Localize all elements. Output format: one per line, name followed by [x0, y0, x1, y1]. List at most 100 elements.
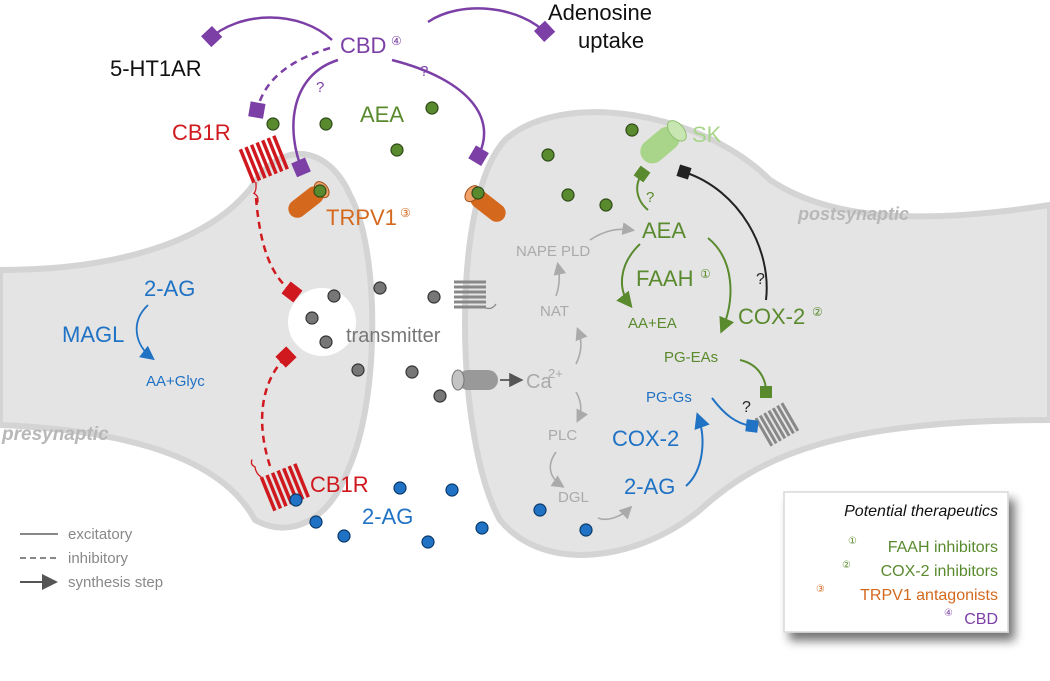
calcium-label: Ca 2+ — [526, 366, 563, 393]
cox2-blue-text: COX-2 — [612, 426, 679, 451]
cox2-sk-question: ? — [756, 271, 765, 288]
sk-label: SK — [692, 122, 722, 147]
transmitter-dot — [433, 389, 447, 403]
adenosine-label-line1: Adenosine — [548, 0, 652, 25]
legend-inhibitory-label: inhibitory — [68, 550, 129, 567]
pgeas-to-receptor-arrow — [739, 359, 773, 399]
postsynaptic-neuron — [462, 109, 1050, 558]
aea-to-aaea-arrow — [616, 243, 641, 309]
two-ag-dot — [337, 529, 351, 543]
nat-label: NAT — [540, 303, 569, 320]
transmitter-dot — [327, 289, 341, 303]
plc-label: PLC — [548, 427, 577, 444]
pg-gs-label: PG-Gs — [646, 389, 692, 406]
nat-to-nape-arrow — [553, 261, 567, 297]
nape-to-aea-arrow — [589, 222, 636, 241]
pg-receptor — [754, 402, 800, 447]
two-ag-dot — [533, 503, 547, 517]
aea-post-label: AEA — [642, 218, 686, 243]
cbd-question-left: ? — [316, 79, 324, 96]
trpv1-label: TRPV1 ③ — [326, 205, 411, 230]
two-ag-dot — [309, 515, 323, 529]
aea-dot — [425, 101, 439, 115]
presynaptic-neuron — [0, 150, 376, 531]
transmitter-dot — [305, 311, 319, 325]
legend-synthesis-label: synthesis step — [68, 574, 163, 591]
two-ag-post-label: 2-AG — [624, 474, 675, 499]
aea-molecules-cleft — [266, 101, 639, 212]
therapeutics-item-label: TRPV1 antagonists — [860, 587, 998, 604]
cbd-to-trpv1-left-arrow — [291, 58, 339, 178]
cb1r-top-label: CB1R — [172, 120, 231, 145]
two-ag-cleft-label: 2-AG — [362, 504, 413, 529]
therapeutics-item-num: ③ — [816, 584, 825, 595]
cb1r-bottom-label: CB1R — [310, 472, 369, 497]
pg-eas-label: PG-EAs — [664, 349, 718, 366]
nape-pld-label: NAPE PLD — [516, 243, 590, 260]
cbd-to-trpv1-right-arrow — [391, 58, 489, 166]
therapeutics-item-num: ④ — [944, 608, 953, 619]
faah-text: FAAH — [636, 266, 693, 291]
two-ag-dot — [421, 535, 435, 549]
faah-label: FAAH ① — [636, 266, 711, 291]
aea-to-sk-arrow — [633, 165, 651, 211]
cox2-green-number: ② — [812, 305, 823, 319]
therapeutics-item: ① FAAH inhibitors — [848, 536, 998, 556]
therapeutics-item-label: FAAH inhibitors — [888, 539, 998, 556]
aea-dot — [390, 143, 404, 157]
dgl-label: DGL — [558, 489, 589, 506]
ca-to-plc-arrow — [575, 391, 589, 423]
aea-dot — [599, 198, 613, 212]
cb1r-receptor-top — [238, 135, 289, 203]
therapeutics-item-num: ① — [848, 536, 857, 547]
trpv1-text: TRPV1 — [326, 205, 397, 230]
magl-label: MAGL — [62, 322, 124, 347]
two-ag-to-aaglyc-arrow — [135, 304, 155, 361]
calcium-channel — [451, 369, 498, 391]
cbd-to-adenosine-arrow — [427, 7, 556, 42]
ca-to-nat-arrow — [575, 327, 588, 365]
aea-dot-on-trpv1 — [313, 184, 327, 198]
transmitter-dot — [405, 365, 419, 379]
cox2-green-text: COX-2 — [738, 304, 805, 329]
transmitter-dot — [373, 281, 387, 295]
aa-ea-label: AA+EA — [628, 315, 677, 332]
cb1r-receptor-bottom — [250, 459, 310, 512]
transmitter-dot — [351, 363, 365, 377]
aea-dot — [319, 117, 333, 131]
ht1ar-label: 5-HT1AR — [110, 56, 202, 81]
presynaptic-label: presynaptic — [1, 424, 109, 445]
faah-number: ① — [700, 267, 711, 281]
transmitter-vesicle — [288, 288, 356, 356]
two-ag-dot — [393, 481, 407, 495]
two-ag-dot — [475, 521, 489, 535]
transmitter-dot — [319, 335, 333, 349]
legend-excitatory-label: excitatory — [68, 526, 133, 543]
postsynaptic-label: postsynaptic — [797, 204, 909, 224]
aea-dot — [561, 188, 575, 202]
cox2-to-sk-arrow — [676, 164, 768, 301]
sk-channel — [640, 120, 687, 164]
adenosine-label-line2: uptake — [578, 28, 644, 53]
aea-dot — [541, 148, 555, 162]
therapeutics-item-num: ② — [842, 560, 851, 571]
two-ag-pre-label: 2-AG — [144, 276, 195, 301]
therapeutics-item: ③ TRPV1 antagonists — [816, 584, 998, 604]
two-ag-molecules — [289, 481, 593, 549]
cbd-number: ④ — [391, 34, 402, 48]
cox2-green-label: COX-2 ② — [738, 304, 823, 329]
two-ag-dot — [445, 483, 459, 497]
transmitter-label: transmitter — [346, 325, 441, 347]
aa-glyc-label: AA+Glyc — [146, 373, 205, 390]
cbd-question-right: ? — [420, 63, 428, 80]
two-ag-to-pggs-arrow — [685, 412, 710, 487]
cox2-blue-label: COX-2 — [612, 426, 679, 451]
aea-cleft-label: AEA — [360, 102, 404, 127]
cb1r-top-inhibit-transmitter — [254, 197, 303, 303]
aea-dot-on-trpv1 — [471, 186, 485, 200]
pggs-to-receptor-arrow — [711, 397, 759, 433]
calcium-text: Ca — [526, 371, 552, 393]
transmitter-dot — [427, 290, 441, 304]
